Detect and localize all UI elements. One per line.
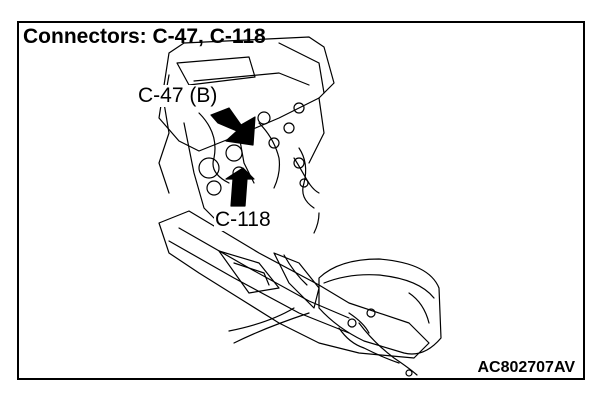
c118-arrow bbox=[225, 167, 255, 207]
c47-arrow bbox=[210, 107, 256, 146]
armrest bbox=[318, 258, 442, 355]
figure-code: AC802707AV bbox=[475, 359, 577, 377]
figure-title: Connectors: C-47, C-118 bbox=[23, 25, 266, 48]
figure-frame: Connectors: C-47, C-118 C-47 (B) C-118 A… bbox=[17, 21, 585, 380]
floor-console bbox=[158, 210, 430, 359]
center-stack bbox=[183, 102, 320, 229]
c118-callout-label: C-118 bbox=[214, 208, 272, 231]
console-illustration bbox=[158, 36, 442, 377]
dashboard-panel bbox=[158, 36, 335, 194]
c47-callout-label: C-47 (B) bbox=[137, 84, 219, 107]
wire-harnesses bbox=[228, 212, 418, 377]
